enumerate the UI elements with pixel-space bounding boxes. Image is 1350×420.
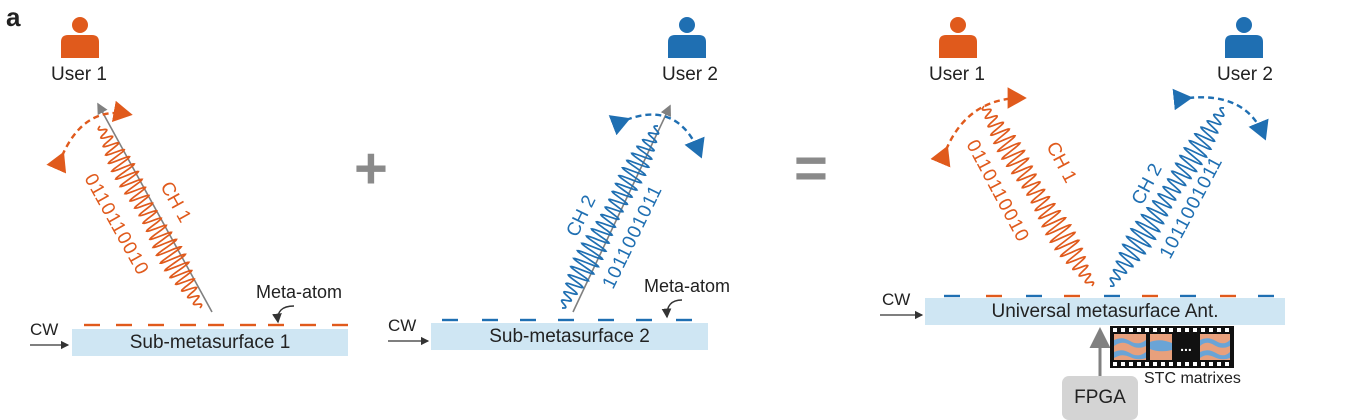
film-sprocket bbox=[1145, 362, 1149, 366]
right-user1-person-icon bbox=[939, 17, 977, 58]
stc-film-ellipsis: ... bbox=[1180, 338, 1192, 354]
middle-cw-label: CW bbox=[388, 316, 417, 335]
right-user2-person-icon bbox=[1225, 17, 1263, 58]
film-sprocket bbox=[1137, 362, 1141, 366]
right-cw-label: CW bbox=[882, 290, 911, 309]
film-sprocket bbox=[1161, 328, 1165, 332]
right-beam2-scan-arc bbox=[1172, 88, 1269, 141]
film-sprocket bbox=[1129, 328, 1133, 332]
film-sprocket bbox=[1201, 362, 1205, 366]
right-user2-label: User 2 bbox=[1217, 64, 1273, 85]
middle-user2-label: User 2 bbox=[662, 64, 718, 85]
film-sprocket bbox=[1121, 328, 1125, 332]
film-sprocket bbox=[1169, 362, 1173, 366]
panel-letter: a bbox=[6, 2, 21, 32]
film-sprocket bbox=[1153, 362, 1157, 366]
fpga-box: FPGA bbox=[1062, 376, 1138, 420]
film-sprocket bbox=[1193, 362, 1197, 366]
equals-operator: = bbox=[794, 136, 828, 201]
film-sprocket bbox=[1153, 328, 1157, 332]
film-sprocket bbox=[1225, 362, 1229, 366]
user1-person-icon bbox=[61, 17, 99, 58]
beam1-scan-arc bbox=[46, 100, 133, 174]
left-cw-label: CW bbox=[30, 320, 59, 339]
film-sprocket bbox=[1217, 328, 1221, 332]
film-sprocket bbox=[1209, 362, 1213, 366]
film-sprocket bbox=[1217, 362, 1221, 366]
film-sprocket bbox=[1177, 328, 1181, 332]
film-sprocket bbox=[1113, 328, 1117, 332]
film-sprocket bbox=[1209, 328, 1213, 332]
film-sprocket bbox=[1201, 328, 1205, 332]
film-sprocket bbox=[1177, 362, 1181, 366]
fpga-label: FPGA bbox=[1074, 387, 1126, 408]
right-beam1-channel-label: CH 1 bbox=[1042, 138, 1081, 186]
film-sprocket bbox=[1121, 362, 1125, 366]
sub-metasurface-2-label: Sub-metasurface 2 bbox=[489, 326, 650, 347]
left-user1-label: User 1 bbox=[51, 64, 107, 85]
plus-operator: + bbox=[354, 136, 388, 201]
film-sprocket bbox=[1113, 362, 1117, 366]
film-sprocket bbox=[1129, 362, 1133, 366]
sub-metasurface-1: Sub-metasurface 1 bbox=[72, 329, 348, 356]
beam1-bits-label: 0110110010 bbox=[80, 170, 153, 279]
stc-film-strip-icon: ... bbox=[1110, 326, 1234, 368]
left-meta-atom-label: Meta-atom bbox=[256, 282, 343, 302]
beam2-scan-arc bbox=[608, 113, 705, 159]
film-sprocket bbox=[1185, 328, 1189, 332]
film-sprocket bbox=[1185, 362, 1189, 366]
film-sprocket bbox=[1137, 328, 1141, 332]
right-beam1-scan-arc bbox=[930, 87, 1027, 168]
sub-metasurface-1-label: Sub-metasurface 1 bbox=[129, 332, 291, 353]
film-sprocket bbox=[1169, 328, 1173, 332]
right-beam2-channel-label: CH 2 bbox=[1128, 160, 1167, 208]
middle-meta-atom-label: Meta-atom bbox=[644, 276, 731, 296]
film-sprocket bbox=[1145, 328, 1149, 332]
stc-matrixes-label: STC matrixes bbox=[1144, 370, 1241, 387]
film-sprocket bbox=[1193, 328, 1197, 332]
left-meta-atom-pointer bbox=[272, 305, 295, 324]
universal-metasurface-label: Universal metasurface Ant. bbox=[991, 301, 1219, 322]
universal-metasurface: Universal metasurface Ant. bbox=[925, 298, 1285, 325]
user2-person-icon bbox=[668, 17, 706, 58]
film-sprocket bbox=[1161, 362, 1165, 366]
film-sprocket bbox=[1225, 328, 1229, 332]
sub-metasurface-2: Sub-metasurface 2 bbox=[431, 323, 708, 350]
right-user1-label: User 1 bbox=[929, 64, 985, 85]
middle-meta-atom-pointer bbox=[661, 299, 683, 319]
